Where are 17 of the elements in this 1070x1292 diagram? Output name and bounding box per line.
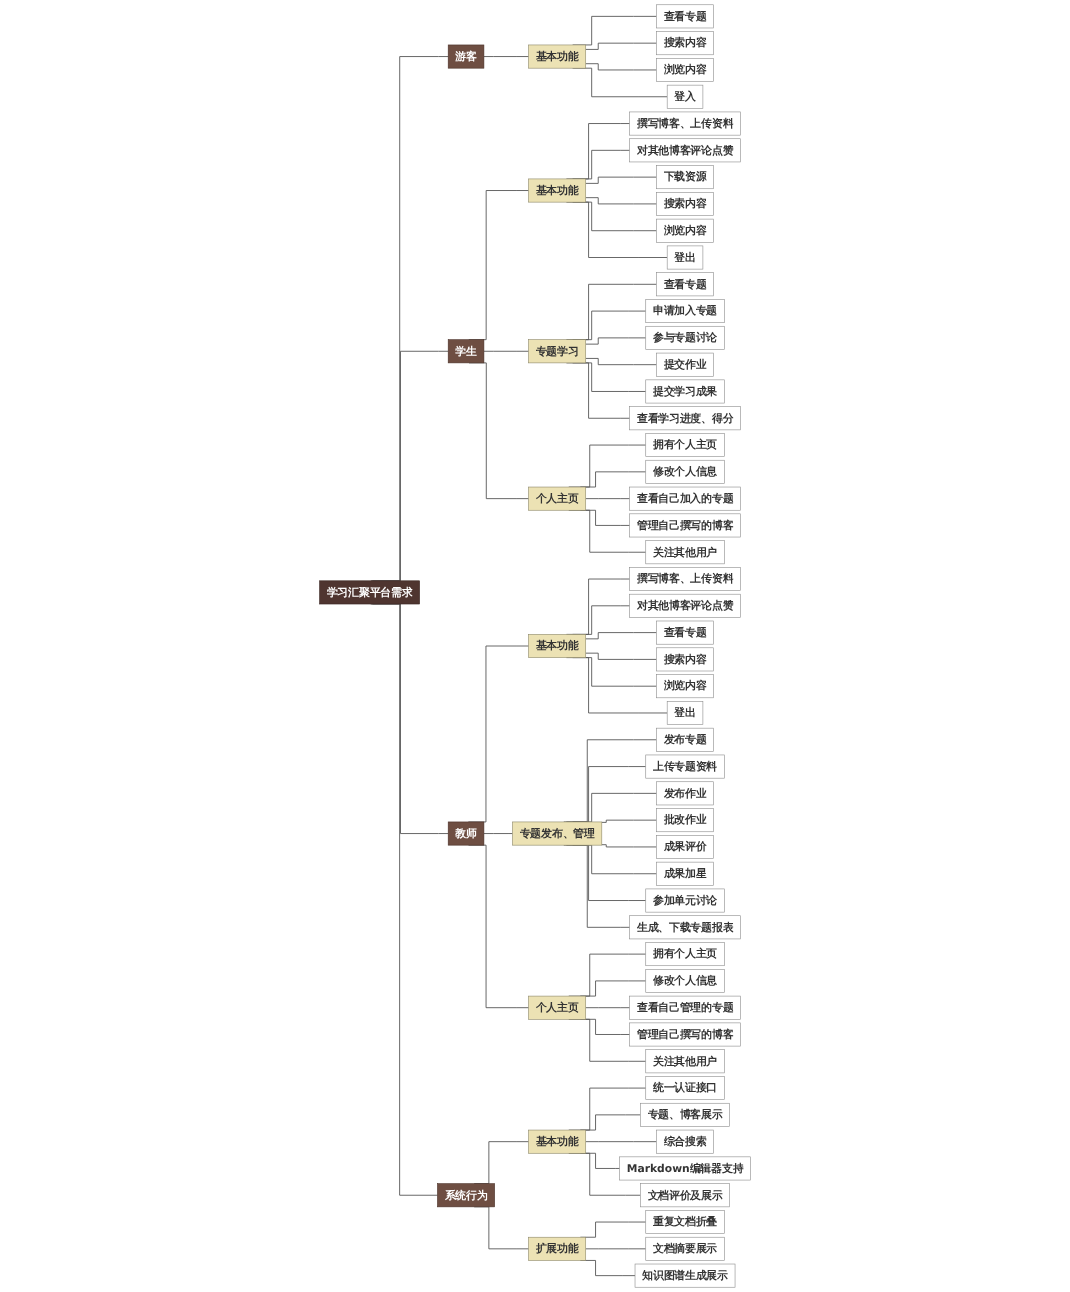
connector [585,63,657,71]
connector [601,844,657,848]
connector [483,56,529,57]
connector [483,833,513,834]
connector [585,337,647,345]
connector [601,819,657,823]
connector [585,42,657,50]
connector [585,652,657,660]
connector [585,197,657,205]
connector [585,498,631,500]
connector [585,1007,631,1009]
connector [585,1141,657,1143]
connector [585,176,657,184]
connector [585,632,657,640]
connector [483,350,529,352]
connector [585,358,657,366]
connector [585,1248,647,1250]
